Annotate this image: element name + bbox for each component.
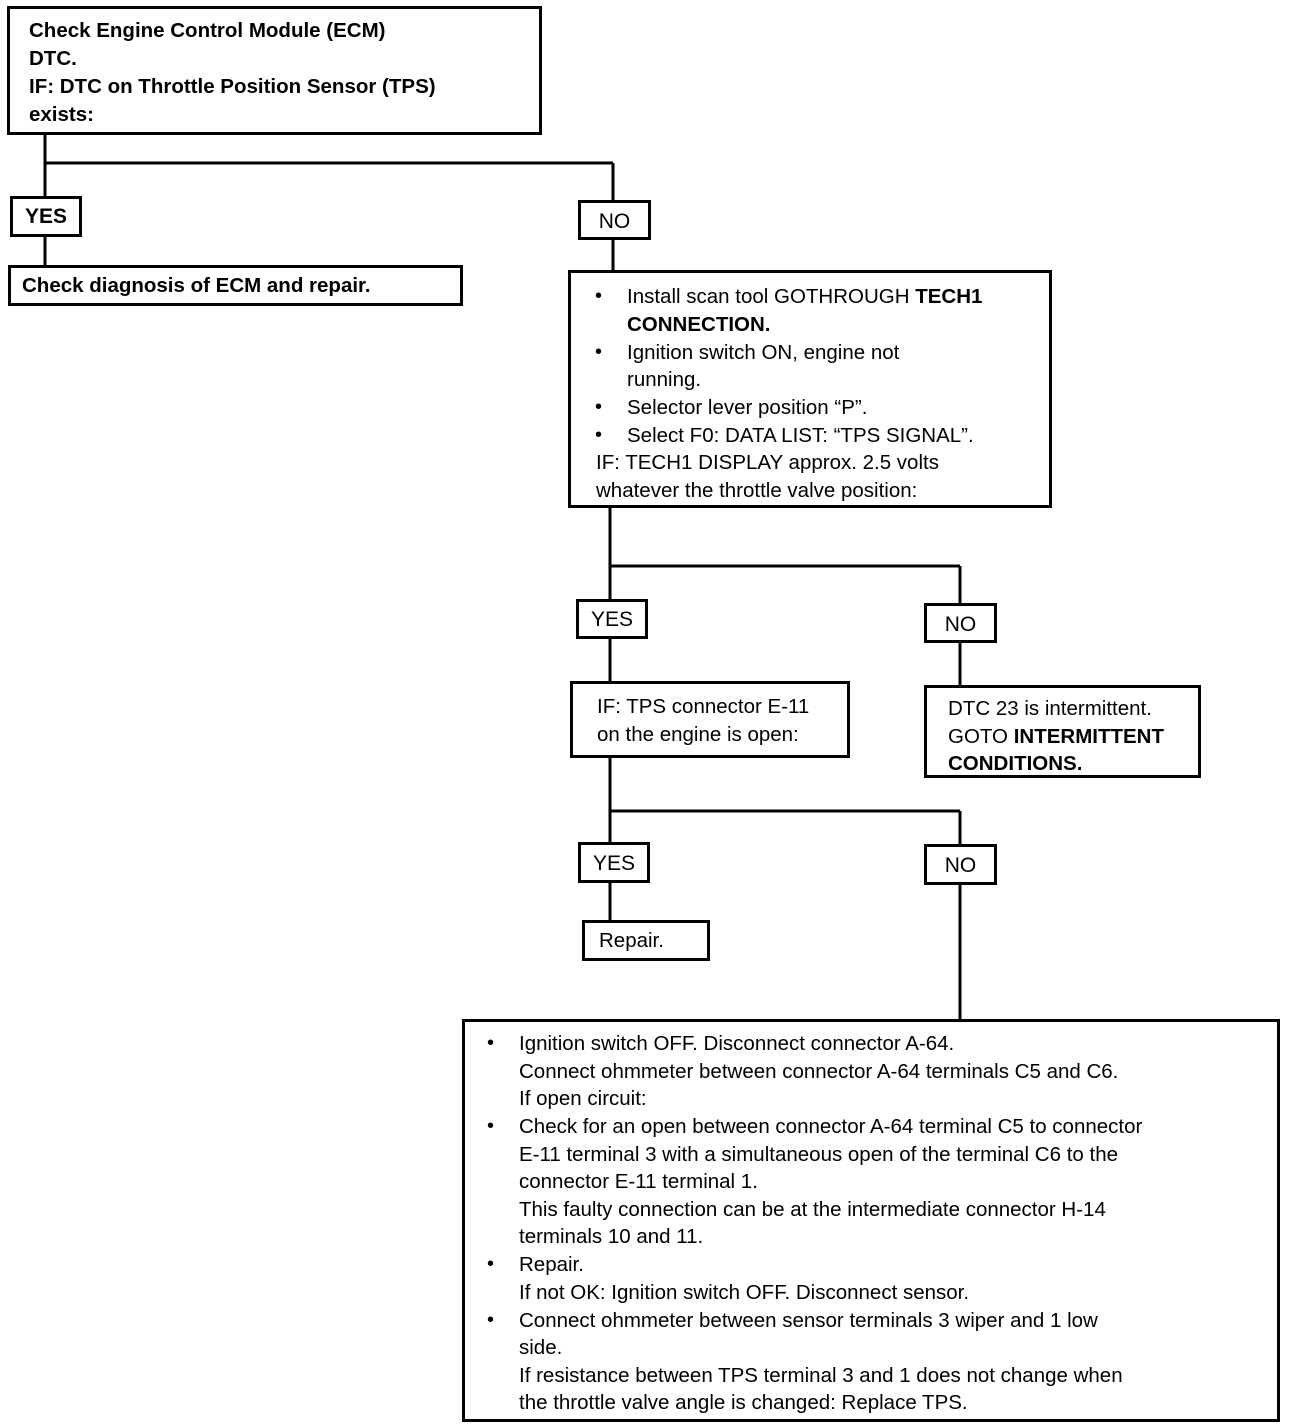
- branch1-no-label-box: NO: [578, 200, 651, 240]
- final-line-5: E-11 terminal 3 with a simultaneous open…: [519, 1143, 1118, 1166]
- bullet-icon: •: [595, 396, 603, 418]
- open-circuit-check-box: • Ignition switch OFF. Disconnect connec…: [462, 1019, 1280, 1422]
- tps-connector-check-box: IF: TPS connector E-11 on the engine is …: [570, 681, 850, 758]
- branch3-yes-label-box: YES: [578, 842, 650, 883]
- branch2-yes-label: YES: [590, 608, 634, 631]
- branch2-no-label: NO: [944, 613, 977, 636]
- final-line-1: Ignition switch OFF. Disconnect connecto…: [519, 1032, 955, 1055]
- step2-if-line2: whatever the throttle valve position:: [596, 479, 918, 502]
- step3-line2: on the engine is open:: [597, 723, 799, 746]
- branch1-yes-label-box: YES: [10, 196, 82, 237]
- step2-bullet2-line2: running.: [627, 368, 702, 391]
- step3-line1: IF: TPS connector E-11: [597, 695, 810, 718]
- final-line-7: This faulty connection can be at the int…: [519, 1198, 1106, 1221]
- final-line-13: If resistance between TPS terminal 3 and…: [519, 1364, 1123, 1387]
- ecm-repair-box: Check diagnosis of ECM and repair.: [8, 265, 463, 306]
- bullet-icon: •: [595, 285, 603, 307]
- final-line-3: If open circuit:: [519, 1087, 647, 1110]
- intermittent-line1: DTC 23 is intermittent.: [948, 697, 1152, 720]
- branch3-no-label-box: NO: [924, 844, 997, 885]
- bullet-icon: •: [487, 1309, 495, 1331]
- final-line-14: the throttle valve angle is changed: Rep…: [519, 1391, 968, 1414]
- step2-bullet1-text: Install scan tool GOTHROUGH: [627, 285, 916, 308]
- bullet-icon: •: [595, 341, 603, 363]
- start-line-4: exists:: [29, 103, 94, 126]
- bullet-icon: •: [595, 424, 603, 446]
- step2-bullet1-line1: Install scan tool GOTHROUGH TECH1: [627, 283, 982, 311]
- final-line-11: Connect ohmmeter between sensor terminal…: [519, 1309, 1098, 1332]
- bullet-icon: •: [487, 1032, 495, 1054]
- branch1-yes-label: YES: [24, 205, 68, 228]
- final-line-2: Connect ohmmeter between connector A-64 …: [519, 1060, 1119, 1083]
- bullet-icon: •: [487, 1253, 495, 1275]
- ecm-repair-text: Check diagnosis of ECM and repair.: [22, 274, 371, 297]
- bullet-icon: •: [487, 1115, 495, 1137]
- intermittent-link-bold: INTERMITTENT: [1013, 725, 1165, 748]
- step2-if-line1: IF: TECH1 DISPLAY approx. 2.5 volts: [596, 451, 939, 474]
- intermittent-line2: GOTO INTERMITTENT: [948, 723, 1164, 751]
- start-line-2: DTC.: [29, 47, 77, 70]
- start-line-1: Check Engine Control Module (ECM): [29, 19, 386, 42]
- branch3-yes-label: YES: [592, 852, 636, 875]
- repair-text: Repair.: [599, 929, 664, 952]
- final-line-6: connector E-11 terminal 1.: [519, 1170, 758, 1193]
- step2-bullet4: Select F0: DATA LIST: “TPS SIGNAL”.: [627, 424, 974, 447]
- step2-bullet1-bold: TECH1: [915, 285, 983, 308]
- branch3-no-label: NO: [944, 854, 977, 877]
- intermittent-line3: CONDITIONS.: [948, 752, 1083, 775]
- branch2-yes-label-box: YES: [576, 599, 648, 639]
- step2-bullet2-line1: Ignition switch ON, engine not: [627, 341, 900, 364]
- final-line-8: terminals 10 and 11.: [519, 1225, 704, 1248]
- intermittent-goto: GOTO: [948, 725, 1014, 748]
- final-line-4: Check for an open between connector A-64…: [519, 1115, 1143, 1138]
- final-line-9: Repair.: [519, 1253, 584, 1276]
- start-line-3: IF: DTC on Throttle Position Sensor (TPS…: [29, 75, 436, 98]
- final-line-10: If not OK: Ignition switch OFF. Disconne…: [519, 1281, 970, 1304]
- final-line-12: side.: [519, 1336, 563, 1359]
- branch1-no-label: NO: [598, 210, 631, 233]
- repair-box: Repair.: [582, 920, 710, 961]
- step2-bullet3: Selector lever position “P”.: [627, 396, 868, 419]
- intermittent-box: DTC 23 is intermittent. GOTO INTERMITTEN…: [924, 685, 1201, 778]
- branch2-no-label-box: NO: [924, 603, 997, 643]
- start-decision-box: Check Engine Control Module (ECM) DTC. I…: [7, 6, 542, 135]
- step2-bullet1-line2: CONNECTION.: [627, 313, 771, 336]
- scan-tool-check-box: • Install scan tool GOTHROUGH TECH1 CONN…: [568, 270, 1052, 508]
